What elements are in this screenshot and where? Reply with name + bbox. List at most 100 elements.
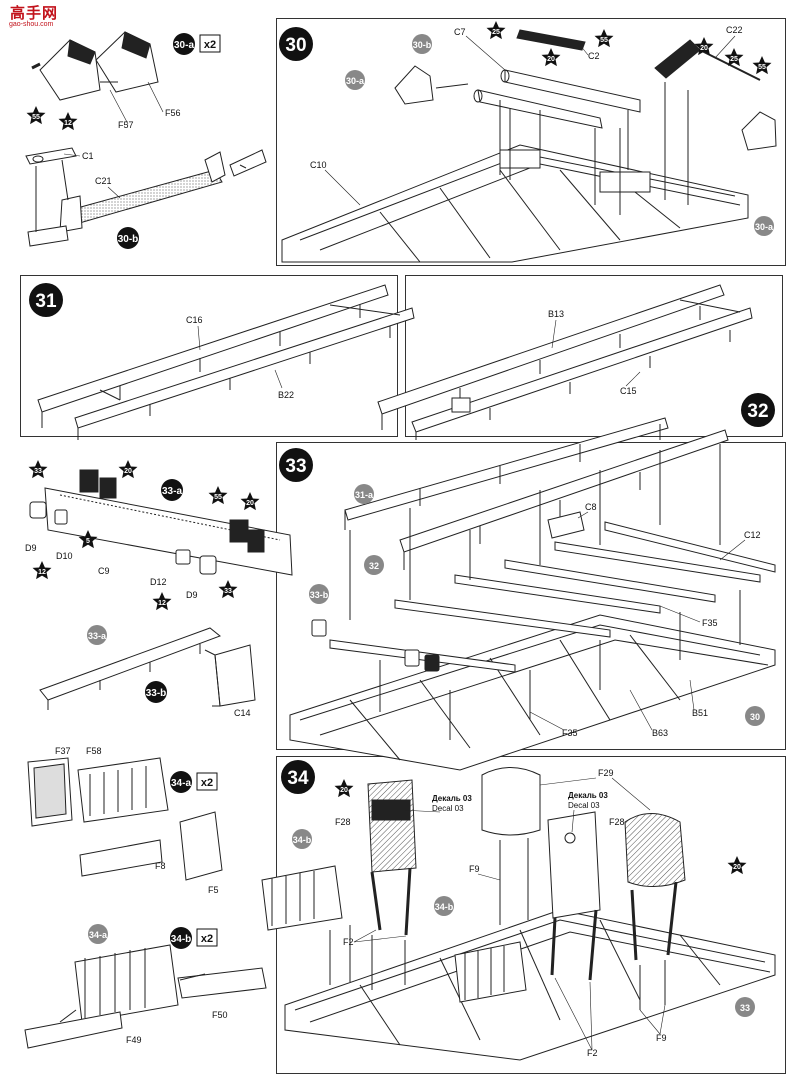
svg-text:34-a: 34-a (171, 778, 191, 789)
badge-30-ref: 30 (745, 706, 765, 726)
svg-text:5: 5 (86, 538, 90, 545)
decal-label-left-en: Decal 03 (432, 804, 464, 813)
paint-star-12-c: 12 (152, 592, 172, 611)
paint-star-20-f: 20 (727, 856, 747, 875)
paint-star-12-b: 12 (32, 561, 52, 580)
paint-star-20-c: 20 (118, 460, 138, 479)
step-number-34: 34 (281, 760, 315, 794)
paint-star-33-b: 33 (218, 580, 238, 599)
svg-text:30-a: 30-a (755, 222, 774, 232)
part-label-f50: F50 (212, 1010, 228, 1020)
paint-star-55-a: 55 (26, 106, 46, 125)
part-label-c15: C15 (620, 386, 637, 396)
svg-text:55: 55 (32, 114, 40, 121)
svg-text:12: 12 (64, 120, 72, 127)
step-33-subassemblies (29, 469, 293, 710)
svg-text:33-b: 33-b (146, 688, 167, 699)
paint-star-33-a: 33 (28, 460, 48, 479)
part-label-f56: F56 (165, 108, 181, 118)
step-30-subassemblies (25, 31, 267, 247)
svg-text:20: 20 (340, 787, 348, 794)
step-34-subassemblies (24, 757, 267, 1049)
svg-text:31-a: 31-a (355, 490, 374, 500)
svg-text:20: 20 (700, 45, 708, 52)
step-33-drawing (289, 417, 776, 771)
step-number-30: 30 (279, 27, 313, 61)
badge-33-b: 33-b (145, 681, 167, 703)
svg-text:30-b: 30-b (413, 40, 432, 50)
site-logo: 高手网 gao-shou.com (4, 2, 70, 32)
badge-34-a-ref: 34-a (88, 924, 108, 944)
part-label-b51: B51 (692, 708, 708, 718)
svg-text:25: 25 (730, 56, 738, 63)
svg-text:30-a: 30-a (174, 40, 194, 51)
badge-34-b: 34-b (170, 927, 192, 949)
part-label-c14: C14 (234, 708, 251, 718)
svg-text:30: 30 (285, 35, 306, 56)
badge-30-b: 30-b (117, 227, 139, 249)
badge-33-a: 33-a (161, 479, 183, 501)
part-label-b13: B13 (548, 309, 564, 319)
badge-30-a: 30-a (173, 33, 195, 55)
svg-text:25: 25 (492, 29, 500, 36)
svg-text:34-b: 34-b (435, 902, 454, 912)
paint-star-20-a: 20 (541, 48, 561, 67)
part-label-c22: C22 (726, 25, 743, 35)
svg-text:30-a: 30-a (346, 76, 365, 86)
svg-text:55: 55 (600, 37, 608, 44)
part-label-d12: D12 (150, 577, 167, 587)
paint-star-55-b: 55 (594, 29, 614, 48)
part-label-c1: C1 (82, 151, 94, 161)
svg-text:20: 20 (547, 56, 555, 63)
svg-text:31: 31 (35, 291, 57, 312)
badge-32-ref: 32 (364, 555, 384, 575)
part-label-c16: C16 (186, 315, 203, 325)
badge-34-b-ref-mid: 34-b (434, 896, 454, 916)
part-label-b22: B22 (278, 390, 294, 400)
decal-label-left-ru: Декаль 03 (432, 794, 472, 803)
multiplier-34-b: x2 (196, 928, 218, 947)
part-label-d9-right: D9 (186, 590, 198, 600)
decal-label-right-ru: Декаль 03 (568, 791, 608, 800)
multiplier-34-a: x2 (196, 772, 218, 791)
part-label-c2: C2 (588, 51, 600, 61)
part-label-f9-right: F9 (656, 1033, 667, 1043)
step-number-31: 31 (29, 283, 63, 317)
svg-text:55: 55 (758, 64, 766, 71)
badge-33-ref: 33 (735, 997, 755, 1017)
badge-30-a-ref-left: 30-a (345, 70, 365, 90)
paint-star-12-a: 12 (58, 112, 78, 131)
svg-text:33-b: 33-b (310, 590, 329, 600)
svg-text:34-b: 34-b (293, 835, 312, 845)
step-30-drawing (281, 29, 777, 263)
part-label-c7: C7 (454, 27, 466, 37)
svg-text:30: 30 (750, 712, 760, 722)
svg-text:55: 55 (214, 494, 222, 501)
svg-text:33-a: 33-a (88, 631, 107, 641)
svg-text:33: 33 (285, 456, 306, 477)
svg-text:33: 33 (34, 468, 42, 475)
svg-text:34-b: 34-b (171, 934, 192, 945)
paint-star-55-d: 55 (208, 486, 228, 505)
svg-text:12: 12 (38, 569, 46, 576)
svg-text:34: 34 (287, 768, 309, 789)
part-label-c12: C12 (744, 530, 761, 540)
part-label-d10: D10 (56, 551, 73, 561)
badge-34-a: 34-a (170, 771, 192, 793)
paint-star-20-b: 20 (694, 37, 714, 56)
svg-text:30-b: 30-b (118, 234, 139, 245)
part-label-f29: F29 (598, 768, 614, 778)
paint-star-25-a: 25 (486, 21, 506, 40)
part-label-c10: C10 (310, 160, 327, 170)
part-label-f9-left: F9 (469, 864, 480, 874)
svg-text:x2: x2 (204, 39, 216, 51)
part-label-f35-top: F35 (702, 618, 718, 628)
badge-34-b-ref-left: 34-b (292, 829, 312, 849)
svg-text:33: 33 (224, 588, 232, 595)
badge-33-a-ref: 33-a (87, 625, 107, 645)
svg-text:34-a: 34-a (89, 930, 108, 940)
decal-label-right-en: Decal 03 (568, 801, 600, 810)
paint-star-20-d: 20 (240, 492, 260, 511)
